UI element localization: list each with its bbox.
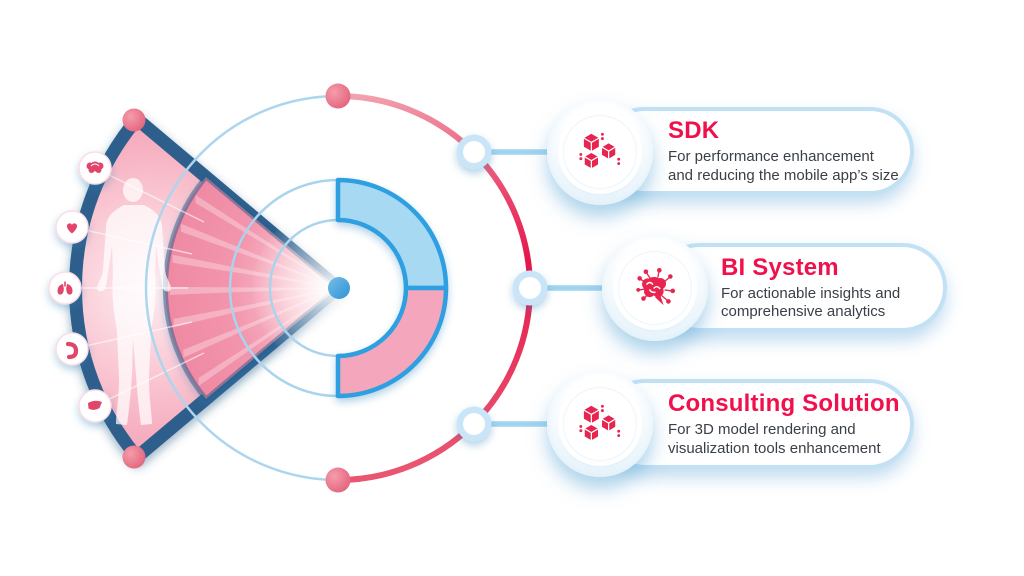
fan-apex-cap	[328, 277, 350, 299]
card-consulting-title: Consulting Solution	[668, 390, 900, 417]
brain-icon	[78, 151, 112, 185]
node-bi	[512, 270, 548, 306]
ring-dot-bottom	[325, 467, 351, 493]
node-sdk	[456, 134, 492, 170]
ring-dot-top	[325, 83, 351, 109]
organ-pointer-lines	[65, 167, 205, 407]
fan-corner-dot-top	[122, 108, 146, 132]
organ-icon-bubbles	[48, 151, 112, 423]
outer-ring-left-arc	[144, 94, 339, 482]
consulting-icon-inner	[563, 387, 637, 461]
cubes-icon	[579, 132, 621, 169]
card-consulting-desc-line2: visualization tools enhancement	[668, 439, 881, 457]
card-bi-title: BI System	[721, 253, 839, 281]
card-bi-system: BI System For actionable insights and co…	[655, 243, 947, 332]
consulting-icon-circle	[547, 371, 653, 477]
lungs-icon	[48, 271, 82, 305]
half-donut-chart	[335, 177, 449, 399]
sdk-icon-circle	[547, 99, 653, 205]
node-consulting	[456, 406, 492, 442]
cubes-icon	[579, 404, 621, 441]
card-sdk-title: SDK	[668, 117, 720, 144]
liver-icon	[78, 389, 112, 423]
card-sdk-desc-line1: For performance enhancement	[668, 148, 874, 165]
card-bi-desc-line1: For actionable insights and	[721, 284, 901, 302]
connector-nodes	[456, 134, 548, 442]
ring-system	[144, 83, 657, 493]
card-consulting: Consulting Solution For 3D model renderi…	[600, 379, 914, 469]
ai-brain-icon	[636, 267, 676, 306]
stomach-icon	[55, 332, 89, 366]
card-consulting-desc-line1: For 3D model rendering and	[668, 421, 856, 438]
heart-icon	[55, 210, 89, 244]
donut-segment-pink	[335, 285, 449, 399]
bi-icon-circle	[602, 235, 708, 341]
card-sdk-desc-line2: and reducing the mobile app’s size	[668, 166, 899, 184]
bi-icon-inner	[618, 251, 692, 325]
card-bi-desc-line2: comprehensive analytics	[721, 303, 886, 320]
sdk-icon-inner	[563, 115, 637, 189]
fan-corner-dot-bottom	[122, 445, 146, 469]
